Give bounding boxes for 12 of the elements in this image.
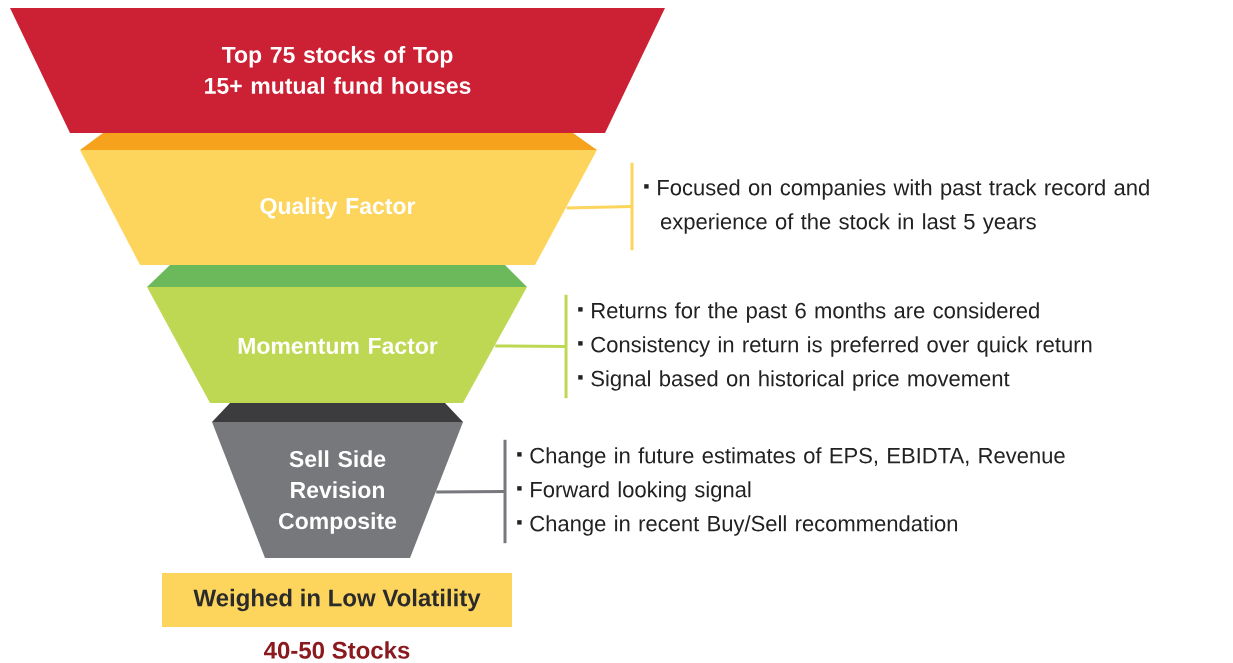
connector-line	[566, 205, 633, 210]
funnel-stage: Quality Factor	[80, 133, 597, 265]
connector-line	[495, 344, 567, 348]
stock-count: 40-50 Stocks	[264, 641, 410, 659]
connector-line	[436, 490, 506, 494]
bullet-list: Change in future estimates of EPS, EBIDTA, Revenue Forward looking signal Change in recent Buy/Sell recommendation	[503, 439, 1065, 544]
funnel-stage: Momentum Factor	[147, 265, 527, 403]
bullet-list: Returns for the past 6 months are considered Consistency in return is preferred over quick return Signal based on historical price movement	[564, 294, 1092, 399]
result-box: Weighed in Low Volatility	[162, 573, 512, 627]
funnel-stage: Top 75 stocks of Top 15+ mutual fund houses	[10, 8, 665, 133]
bullet-list: Focused on companies with past track record and experience of the stock in last 5 years	[630, 162, 1149, 251]
funnel-stage: Sell Side Revision Composite	[212, 403, 463, 558]
